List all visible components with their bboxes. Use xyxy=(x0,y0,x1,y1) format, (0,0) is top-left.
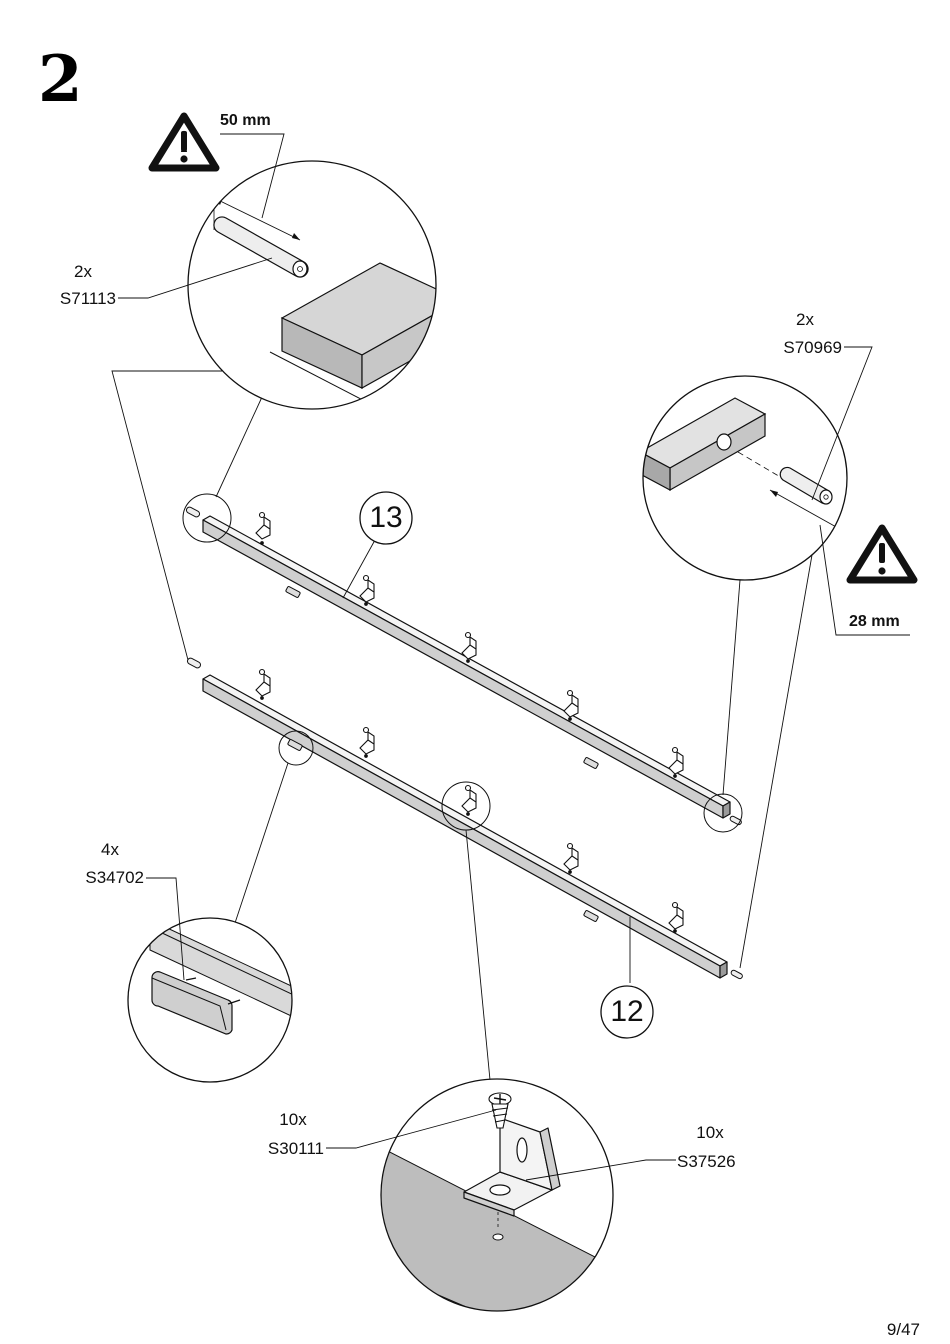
bracket-code: S37526 xyxy=(677,1152,736,1171)
glide-icon xyxy=(151,971,241,1035)
bracket-icons-on-rails xyxy=(255,511,684,933)
warning-icon xyxy=(846,524,918,584)
glide-icons-on-rails xyxy=(285,586,599,922)
rail-12 xyxy=(202,674,728,979)
warning-icon xyxy=(148,112,220,172)
dowel-length-label: 50 mm xyxy=(220,112,271,129)
dowel-qty: 2x xyxy=(74,262,92,281)
pin-code: S70969 xyxy=(783,338,842,357)
glide-qty: 4x xyxy=(101,840,119,859)
pin-icon xyxy=(779,466,833,505)
pin-qty: 2x xyxy=(796,310,814,329)
connector-lines xyxy=(111,370,813,1081)
screw-qty: 10x xyxy=(279,1110,307,1129)
part-number-12: 12 xyxy=(610,995,644,1028)
pin-length-label: 28 mm xyxy=(849,613,900,630)
dowel-icon xyxy=(213,216,309,278)
rail-13 xyxy=(202,515,731,819)
bracket-qty: 10x xyxy=(696,1123,724,1142)
glide-code: S34702 xyxy=(85,868,144,887)
part-number-13: 13 xyxy=(369,501,403,534)
page-indicator: 9/47 xyxy=(886,1320,920,1339)
pin-detail xyxy=(642,346,910,636)
glide-detail xyxy=(127,877,293,1083)
dowel-code: S71113 xyxy=(59,289,116,308)
bracket-icon xyxy=(463,1117,561,1217)
bracket-detail xyxy=(326,1078,676,1312)
screw-code: S30111 xyxy=(267,1139,324,1158)
step-number: 2 xyxy=(38,42,83,117)
dowel-icons-on-rails xyxy=(185,506,743,980)
dowel-detail xyxy=(118,133,437,410)
part-number-circles xyxy=(359,491,654,1039)
